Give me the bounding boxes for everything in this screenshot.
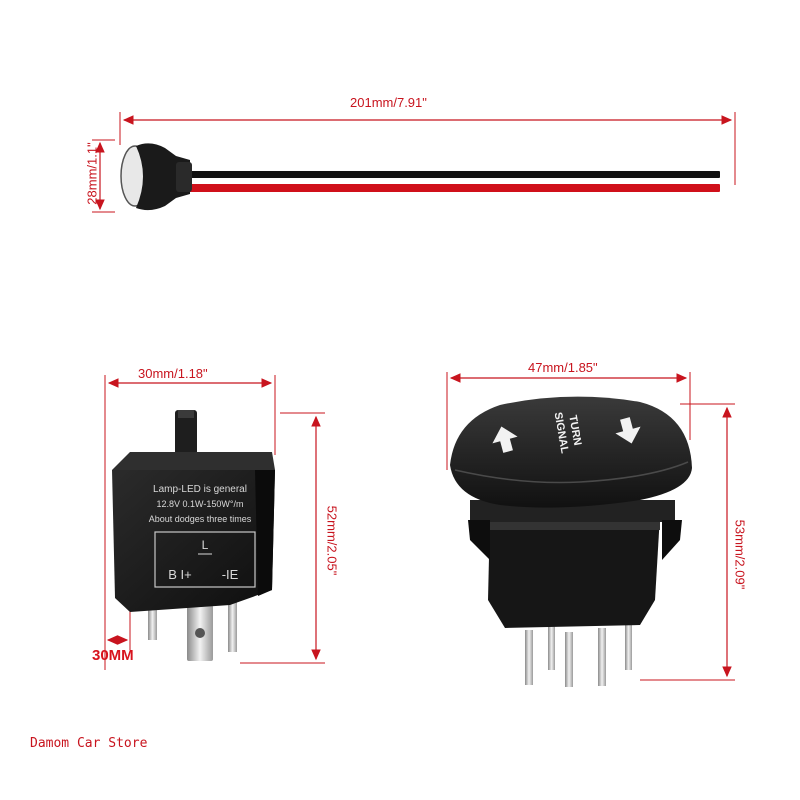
flasher-relay: Lamp-LED is general 12.8V 0.1W-150W°/m A…: [104, 375, 325, 670]
relay-pin-label: 30MM: [92, 647, 134, 664]
switch-label-line1: TURN: [566, 414, 583, 446]
relay-text-line1: Lamp-LED is general: [153, 484, 247, 495]
switch-width-label: 47mm/1.85": [528, 360, 598, 375]
rocker-switch: TURN SIGNAL: [446, 372, 735, 687]
relay-terminal-b: B I+: [168, 567, 192, 582]
relay-terminal-e: -IE: [222, 567, 239, 582]
store-name: Damom Car Store: [30, 736, 148, 751]
up-arrow-icon: [492, 426, 518, 453]
relay-height-label: 52mm/2.05": [324, 505, 340, 576]
relay-text-line2: 12.8V 0.1W-150W°/m: [157, 499, 244, 509]
switch-height-label: 53mm/2.09": [732, 519, 748, 590]
down-arrow-icon: [615, 417, 641, 444]
relay-width-label: 30mm/1.18": [138, 366, 208, 381]
light-height-label: 28mm/1.1": [84, 142, 100, 205]
relay-terminal-l: L: [202, 538, 209, 552]
wire-length-label: 201mm/7.91": [350, 95, 427, 110]
relay-adjust-knob: [175, 410, 197, 460]
red-wire: [180, 184, 720, 192]
led-light-assembly: [92, 112, 736, 213]
black-wire: [180, 171, 720, 178]
relay-terminal-box: [154, 531, 256, 588]
led-housing: [136, 143, 190, 211]
relay-text-line3: About dodges three times: [149, 514, 252, 524]
